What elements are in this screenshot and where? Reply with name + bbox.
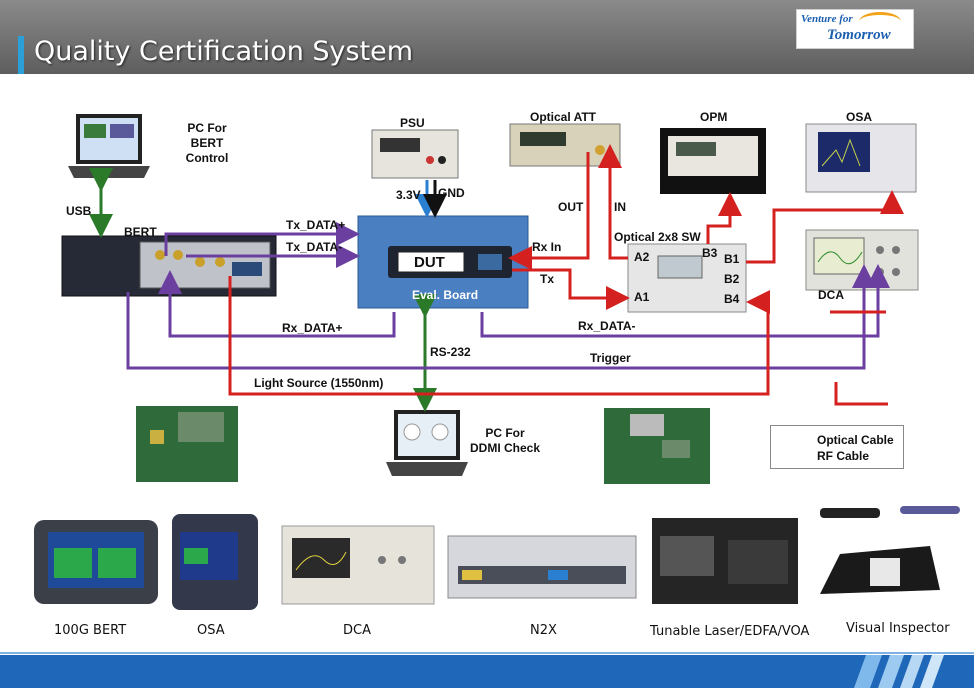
label-dca: DCA (818, 288, 844, 302)
label-osa: OSA (846, 110, 873, 124)
legend-optical-cable: Optical Cable (817, 433, 894, 447)
label-dut: DUT (414, 254, 445, 271)
label-tx: Tx (540, 272, 555, 286)
pc-ddmi-laptop (386, 410, 468, 476)
label-port-b3: B3 (702, 246, 718, 260)
equip-visual-inspector-image (820, 506, 960, 594)
label-gnd: GND (438, 186, 465, 200)
label-bert: BERT (124, 225, 157, 239)
equip-n2x-image (447, 535, 637, 599)
label-rx-data-minus: Rx_DATA- (578, 319, 636, 333)
opm-unit (660, 128, 766, 194)
logo-line-2: Tomorrow (827, 27, 891, 43)
legend-rf-cable: RF Cable (817, 449, 870, 463)
optical-att-unit (509, 123, 621, 167)
equip-tunable-laser-image (652, 518, 798, 604)
logo-line-1: Venture for (801, 13, 853, 25)
eval-board (357, 215, 529, 309)
optical-switch (627, 243, 747, 313)
label-out: OUT (558, 200, 584, 214)
label-in: IN (614, 200, 626, 214)
page-title: Quality Certification System (34, 36, 414, 67)
label-rs232: RS-232 (430, 345, 471, 359)
dca-unit (805, 229, 919, 291)
label-optical-att: Optical ATT (530, 110, 596, 124)
board-photo-left (136, 406, 238, 482)
label-light-source: Light Source (1550nm) (254, 376, 384, 390)
header-accent (18, 36, 24, 74)
equip-100g-bert-image (34, 520, 158, 604)
label-opm: OPM (700, 110, 728, 124)
label-eval-board: Eval. Board (412, 288, 479, 302)
label-tx-data-plus: Tx_DATA+ (286, 218, 346, 232)
label-trigger: Trigger (590, 351, 631, 365)
label-port-b4: B4 (724, 292, 740, 306)
label-rx-data-plus: Rx_DATA+ (282, 321, 343, 335)
company-logo: Venture for Tomorrow (796, 9, 914, 49)
osa-unit (805, 123, 917, 193)
cable-legend: Optical Cable RF Cable (770, 425, 904, 469)
label-psu: PSU (400, 116, 425, 130)
caption-tunable-laser: Tunable Laser/EDFA/VOA (650, 624, 810, 639)
label-port-a1: A1 (634, 290, 650, 304)
psu-unit (371, 129, 459, 179)
label-tx-data-minus: Tx_DATA- (286, 240, 343, 254)
label-usb: USB (66, 204, 92, 218)
label-port-a2: A2 (634, 250, 650, 264)
equip-osa-image (172, 514, 258, 610)
footer-divider (0, 652, 974, 654)
label-rx-in: Rx In (532, 240, 562, 254)
label-pc-ddmi: PC For DDMI Check (469, 426, 540, 455)
label-port-b2: B2 (724, 272, 740, 286)
label-port-b1: B1 (724, 252, 740, 266)
label-pc-bert: PC For BERT Control (185, 121, 229, 165)
caption-osa: OSA (197, 623, 225, 638)
caption-dca: DCA (343, 623, 371, 638)
caption-n2x: N2X (530, 623, 557, 638)
equip-dca-image (281, 525, 435, 605)
label-3-3v: 3.3V (396, 188, 421, 202)
caption-visual-inspector: Visual Inspector (846, 621, 950, 636)
board-photo-right (604, 408, 710, 484)
logo-swoosh-icon (859, 12, 901, 31)
pc-bert-laptop (68, 114, 150, 178)
footer-bar (0, 655, 974, 688)
caption-100g-bert: 100G BERT (54, 623, 127, 638)
label-optical-switch: Optical 2x8 SW (614, 230, 701, 244)
